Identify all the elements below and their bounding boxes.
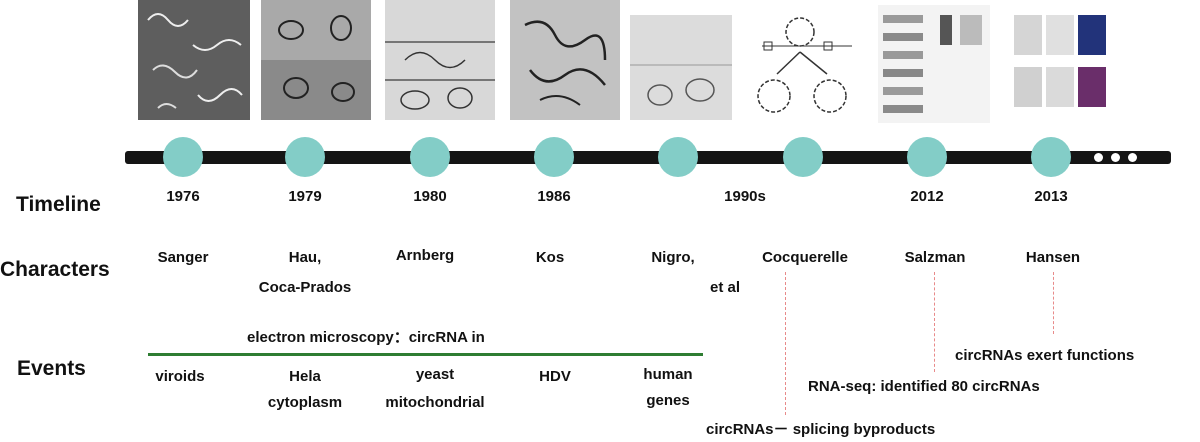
- event-hdv: HDV: [539, 368, 571, 385]
- character-hansen: Hansen: [1025, 249, 1081, 266]
- micrograph-1980: [385, 0, 495, 120]
- character-nigro-line2: et al: [709, 279, 740, 296]
- year-label: 1980: [413, 188, 447, 205]
- timeline-node-2012: [907, 137, 947, 177]
- timeline-node-1976: [163, 137, 203, 177]
- character-arnberg: Arnberg: [395, 247, 455, 264]
- micrograph-1990s: [630, 15, 732, 120]
- row-label-characters: Characters: [0, 258, 110, 281]
- event-hela-line2: cytoplasm: [267, 394, 343, 411]
- timeline-node-1980: [410, 137, 450, 177]
- timeline-bar: [125, 151, 1171, 164]
- event-shared-caption: electron microscopy：circRNA in: [247, 329, 485, 346]
- year-label: 1979: [288, 188, 322, 205]
- continuation-dot: [1111, 153, 1120, 162]
- event-salzman: RNA-seq: identified 80 circRNAs: [808, 378, 1040, 395]
- continuation-dot: [1094, 153, 1103, 162]
- character-sanger: Sanger: [157, 249, 209, 266]
- character-cocquerelle: Cocquerelle: [762, 249, 848, 266]
- character-kos: Kos: [535, 249, 565, 266]
- micrograph-1976: [138, 0, 250, 120]
- year-label: 2013: [1034, 188, 1068, 205]
- row-label-events: Events: [17, 357, 86, 380]
- connector-hansen: [1053, 272, 1054, 334]
- character-nigro-line1: Nigro,: [651, 249, 695, 266]
- timeline-node-1986: [534, 137, 574, 177]
- row-label-timeline: Timeline: [16, 193, 101, 216]
- year-label: 2012: [910, 188, 944, 205]
- timeline-node-2013: [1031, 137, 1071, 177]
- continuation-dot: [1128, 153, 1137, 162]
- year-label: 1986: [537, 188, 571, 205]
- micrograph-1979: [261, 0, 371, 120]
- year-label: 1976: [166, 188, 200, 205]
- event-yeast-line1: yeast: [415, 366, 455, 383]
- event-cocquerelle: circRNAs－ splicing byproducts: [706, 421, 936, 438]
- splicing-diagram: [752, 8, 864, 120]
- event-hela-line1: Hela: [289, 368, 321, 385]
- event-viroids: viroids: [155, 368, 205, 385]
- event-group-line: [148, 353, 703, 356]
- character-hau-line2: Coca-Prados: [258, 279, 352, 296]
- event-yeast-line2: mitochondrial: [385, 394, 485, 411]
- character-hau-line1: Hau,: [288, 249, 322, 266]
- timeline-node-1990s-b: [783, 137, 823, 177]
- connector-cocquerelle: [785, 272, 786, 415]
- event-human-line1: human: [643, 366, 693, 383]
- character-salzman: Salzman: [904, 249, 966, 266]
- event-human-line2: genes: [646, 392, 690, 409]
- connector-salzman: [934, 272, 935, 372]
- timeline-node-1990s-a: [658, 137, 698, 177]
- timeline-node-1979: [285, 137, 325, 177]
- year-label: 1990s: [724, 188, 766, 205]
- micrograph-1986: [510, 0, 620, 120]
- event-hansen: circRNAs exert functions: [955, 347, 1135, 364]
- fluorescence-panel-2013: [1002, 5, 1112, 123]
- gel-blot-2012: [878, 5, 990, 123]
